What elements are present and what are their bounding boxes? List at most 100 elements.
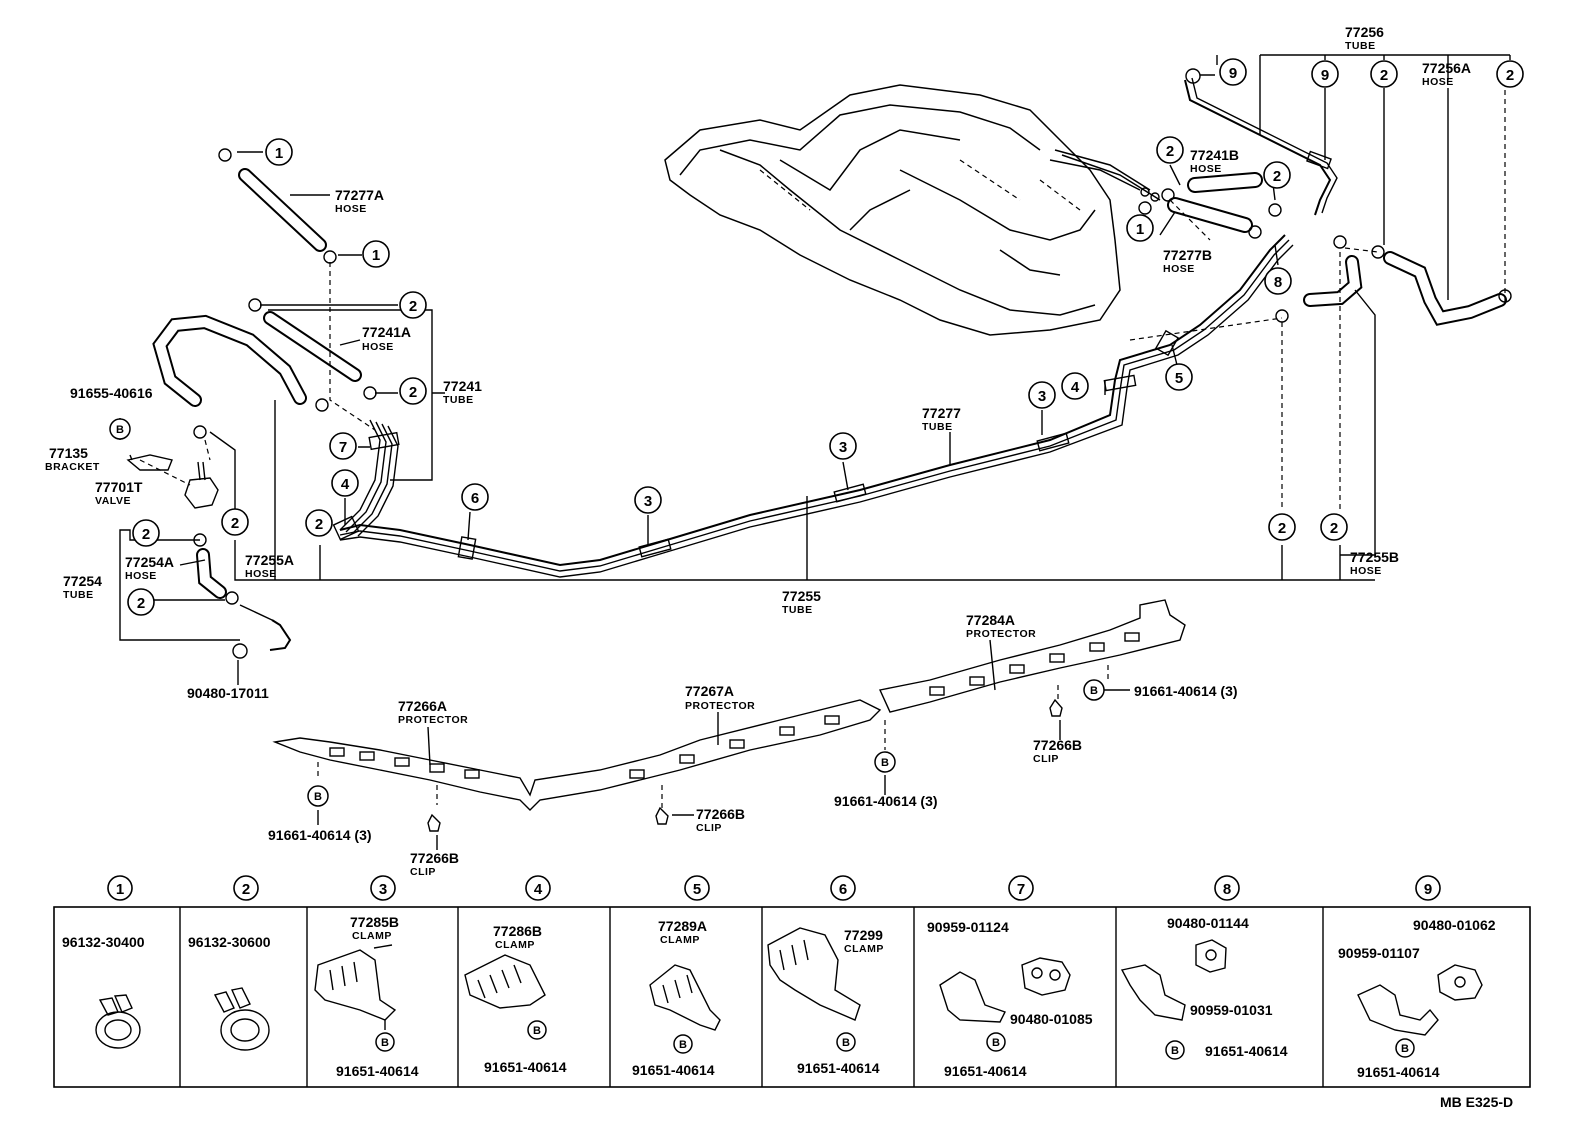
- table-part-name: CLAMP: [660, 934, 700, 946]
- clamp-drawing: [649, 964, 721, 1031]
- part-number: 77254A: [125, 554, 174, 570]
- part-number: 77241: [443, 378, 482, 394]
- table-header-6: 6: [830, 875, 856, 901]
- marker-label: 2: [142, 526, 150, 543]
- part-name: PROTECTOR: [685, 700, 755, 712]
- marker: 8: [1264, 267, 1292, 295]
- table-part-number: 91651-40614: [797, 1060, 880, 1076]
- marker-label: 2: [137, 595, 145, 612]
- part-number: 77266B: [1033, 737, 1082, 753]
- marker: 7: [329, 432, 357, 460]
- part-number: 77284A: [966, 612, 1015, 628]
- svg-text:B: B: [992, 1037, 1000, 1049]
- part-name: HOSE: [335, 203, 367, 215]
- bolt-marker-label: B: [1090, 685, 1098, 697]
- part-number: 91661-40614 (3): [834, 793, 938, 809]
- leader-lines: [119, 54, 1511, 850]
- part-number: 77266B: [410, 850, 459, 866]
- marker: 2: [399, 377, 427, 405]
- parts-table: 1 2 3 4 5 6 7 8 9 96132-30400 96132-3060…: [53, 875, 1531, 1088]
- clamp-drawing: [767, 927, 861, 1021]
- marker-label: 3: [644, 493, 652, 510]
- table-part-number: 90480-01085: [1010, 1011, 1093, 1027]
- marker: 1: [1126, 214, 1154, 242]
- marker: 2: [1156, 136, 1184, 164]
- marker: 3: [634, 486, 662, 514]
- marker-label: 4: [341, 476, 350, 493]
- table-part-number: 91651-40614: [632, 1062, 715, 1078]
- marker: 4: [1061, 372, 1089, 400]
- marker-label: 6: [471, 490, 479, 507]
- marker: 6: [461, 483, 489, 511]
- marker-label: 1: [1136, 221, 1144, 238]
- table-part-number: 77286B: [493, 923, 542, 939]
- marker-group: 1 1 1 2 2 2 2 2 2 2 2 2 2 2 2 3 3 3 4 4 …: [127, 58, 1524, 616]
- part-number: 77241A: [362, 324, 411, 340]
- bolt-marker-label: B: [881, 757, 889, 769]
- marker: 1: [265, 138, 293, 166]
- table-part-number: 91651-40614: [1357, 1064, 1440, 1080]
- part-name: PROTECTOR: [966, 628, 1036, 640]
- marker-label: 7: [339, 439, 347, 456]
- callout-labels: 77277A HOSE 77241A HOSE 77241 TUBE 91655…: [45, 24, 1471, 878]
- table-header-8: 8: [1214, 875, 1240, 901]
- bolt-marker-label: B: [116, 424, 124, 436]
- bolt-marker: B: [375, 1032, 395, 1052]
- part-number: 91661-40614 (3): [268, 827, 372, 843]
- table-header-2: 2: [233, 875, 259, 901]
- svg-text:2: 2: [242, 881, 250, 898]
- part-name: PROTECTOR: [398, 714, 468, 726]
- table-part-number: 91651-40614: [944, 1063, 1027, 1079]
- bolt-marker: B: [307, 785, 329, 807]
- protectors: [272, 599, 1186, 811]
- svg-text:3: 3: [379, 881, 387, 898]
- marker: 2: [1496, 60, 1524, 88]
- marker: 2: [399, 291, 427, 319]
- svg-text:B: B: [679, 1039, 687, 1051]
- clamp-drawing: [1120, 939, 1227, 1021]
- part-name: HOSE: [1163, 263, 1195, 275]
- hose-clamp-drawing: [213, 987, 270, 1051]
- table-part-number: 90959-01031: [1190, 1002, 1273, 1018]
- bolt-marker: B: [1083, 679, 1105, 701]
- bolt-marker: B: [836, 1032, 856, 1052]
- part-name: HOSE: [362, 341, 394, 353]
- table-part-number: 96132-30600: [188, 934, 271, 950]
- marker-label: 2: [1380, 67, 1388, 84]
- table-part-number: 90959-01107: [1338, 945, 1420, 961]
- hose-clamp-drawing: [95, 994, 141, 1049]
- part-name: TUBE: [63, 589, 94, 601]
- marker-label: 2: [409, 298, 417, 315]
- table-part-number: 96132-30400: [62, 934, 145, 950]
- bolt-marker-group: B B B B: [109, 418, 1105, 807]
- diagram-code: MB E325-D: [1440, 1094, 1513, 1110]
- table-header-7: 7: [1008, 875, 1034, 901]
- part-number: 77255: [782, 588, 821, 604]
- svg-text:8: 8: [1223, 881, 1231, 898]
- bolt-marker: B: [109, 418, 131, 440]
- part-name: CLIP: [410, 866, 436, 878]
- marker-label: 1: [372, 247, 380, 264]
- marker-label: 8: [1274, 274, 1282, 291]
- part-number: 77277A: [335, 187, 384, 203]
- part-number: 77701T: [95, 479, 143, 495]
- marker: 1: [362, 240, 390, 268]
- marker-label: 2: [1506, 67, 1514, 84]
- table-header-4: 4: [525, 875, 551, 901]
- part-name: TUBE: [1345, 40, 1376, 52]
- svg-text:B: B: [533, 1025, 541, 1037]
- clamp-drawing: [464, 954, 546, 1009]
- clamp-drawing: [314, 944, 397, 1030]
- bolt-marker: B: [527, 1020, 547, 1040]
- clamp-drawing: [1357, 964, 1483, 1036]
- marker-label: 4: [1071, 379, 1080, 396]
- marker: 3: [829, 432, 857, 460]
- marker: 9: [1219, 58, 1247, 86]
- svg-text:B: B: [1401, 1043, 1409, 1055]
- marker: 5: [1165, 363, 1193, 391]
- marker-label: 1: [275, 145, 283, 162]
- part-number: 91655-40616: [70, 385, 153, 401]
- marker-label: 9: [1229, 65, 1237, 82]
- bolt-marker: B: [986, 1032, 1006, 1052]
- part-number: 91661-40614 (3): [1134, 683, 1238, 699]
